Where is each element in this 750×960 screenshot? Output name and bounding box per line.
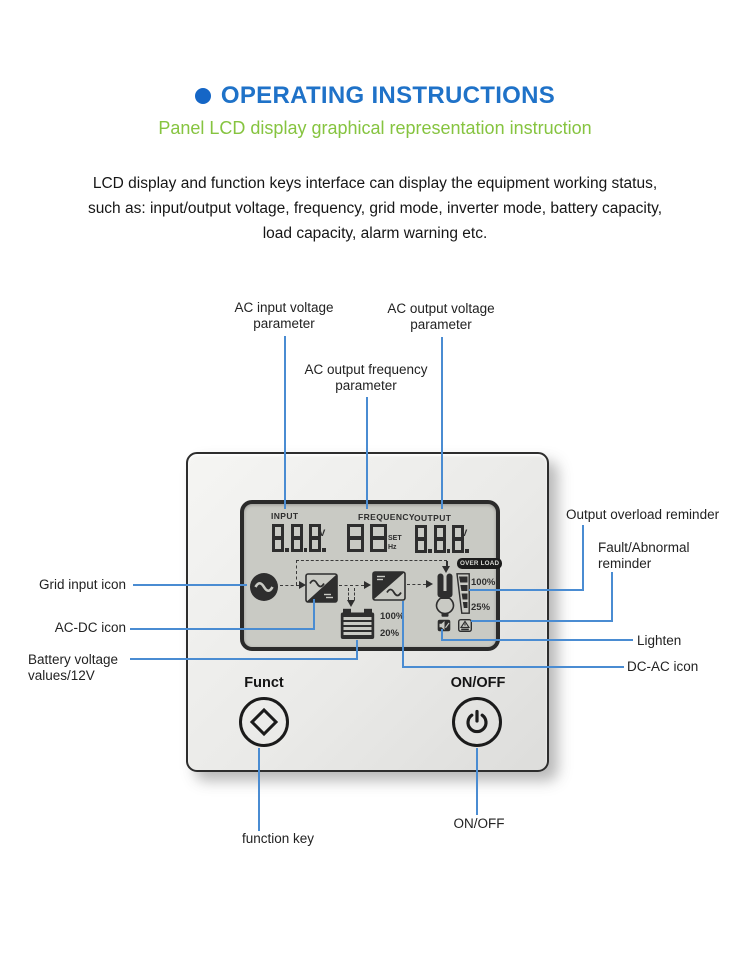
battery-min: 20% bbox=[380, 628, 400, 639]
lcd-set-label: SET bbox=[388, 535, 402, 542]
decimal-dot bbox=[285, 547, 289, 552]
intro-line-3: load capacity, alarm warning etc. bbox=[262, 225, 488, 242]
lamp-load-icon bbox=[435, 573, 455, 617]
leader-line bbox=[402, 666, 624, 668]
seven-segment-digit bbox=[309, 524, 321, 552]
decimal-dot bbox=[322, 547, 326, 552]
ac-dc-converter-icon bbox=[305, 573, 338, 603]
load-meter-min: 25% bbox=[471, 602, 491, 613]
charge-arrow-down-icon bbox=[347, 600, 355, 607]
leader-line bbox=[471, 620, 613, 622]
bypass-arrow-down-icon bbox=[442, 566, 450, 573]
bypass-arrow-stem bbox=[446, 561, 448, 567]
funct-button[interactable] bbox=[239, 697, 289, 747]
callout-ac-dc: AC-DC icon bbox=[54, 620, 126, 635]
seven-segment-digit bbox=[272, 524, 284, 552]
callout-function-key: function key bbox=[241, 831, 315, 846]
lcd-screen: INPUT V FREQUENCY SET Hz OUTPUT V bbox=[240, 500, 503, 651]
lcd-input-unit: V bbox=[319, 528, 326, 539]
dc-ac-inverter-icon bbox=[372, 571, 406, 601]
grid-input-icon bbox=[250, 573, 278, 601]
overload-badge: OVER LOAD bbox=[457, 558, 503, 570]
bullet-icon bbox=[194, 88, 211, 104]
seven-segment-digit bbox=[452, 525, 464, 553]
lcd-hz-unit: Hz bbox=[388, 544, 397, 551]
leader-line bbox=[284, 336, 286, 509]
flow-dash-acdc-to-dcac bbox=[339, 585, 364, 586]
leader-line bbox=[366, 397, 368, 509]
intro-paragraph: LCD display and function keys interface … bbox=[40, 171, 710, 246]
flow-dash-grid-to-acdc bbox=[280, 585, 299, 586]
leader-line bbox=[402, 601, 404, 668]
charge-dash-left bbox=[348, 588, 349, 600]
battery-max: 100% bbox=[380, 611, 405, 622]
callout-output-overload: Output overload reminder bbox=[566, 507, 720, 522]
mute-buzzer-icon bbox=[437, 619, 451, 632]
callout-lighten: Lighten bbox=[637, 633, 682, 648]
leader-line bbox=[130, 658, 358, 660]
seven-segment-digit bbox=[415, 525, 427, 553]
seven-segment-digit bbox=[370, 524, 387, 552]
load-meter-icon bbox=[456, 573, 470, 614]
flow-arrow-right-icon bbox=[299, 581, 306, 589]
onoff-button[interactable] bbox=[452, 697, 502, 747]
leader-line bbox=[441, 639, 633, 641]
intro-line-1: LCD display and function keys interface … bbox=[92, 175, 658, 192]
bypass-dash-up bbox=[296, 560, 297, 585]
seven-segment-digit bbox=[433, 525, 446, 553]
onoff-button-label: ON/OFF bbox=[450, 675, 506, 691]
decimal-dot bbox=[303, 547, 307, 552]
decimal-dot bbox=[428, 548, 432, 553]
lcd-frequency-label: FREQUENCY bbox=[358, 512, 415, 522]
lcd-input-digits bbox=[272, 523, 328, 552]
callout-grid-input: Grid input icon bbox=[38, 577, 126, 592]
funct-button-label: Funct bbox=[244, 675, 284, 691]
lcd-output-unit: V bbox=[461, 528, 468, 539]
leader-line bbox=[258, 748, 260, 831]
leader-line bbox=[582, 525, 584, 591]
lcd-input-label: INPUT bbox=[271, 511, 299, 521]
seven-segment-digit bbox=[290, 524, 303, 552]
page-subtitle: Panel LCD display graphical representati… bbox=[158, 118, 592, 138]
callout-ac-input-voltage: AC input voltage parameter bbox=[234, 300, 334, 331]
leader-line bbox=[356, 640, 358, 658]
lcd-output-label: OUTPUT bbox=[414, 513, 452, 523]
battery-icon bbox=[340, 608, 375, 639]
load-meter-max: 100% bbox=[471, 577, 496, 588]
page-title-row: OPERATING INSTRUCTIONS bbox=[0, 82, 750, 110]
leader-line bbox=[313, 599, 315, 628]
leader-line bbox=[130, 628, 315, 630]
lcd-frequency-digits bbox=[347, 523, 387, 552]
callout-ac-output-voltage: AC output voltage parameter bbox=[387, 301, 495, 332]
lcd-output-digits bbox=[415, 524, 471, 553]
diamond-icon bbox=[249, 707, 279, 737]
leader-line bbox=[441, 629, 443, 641]
seven-segment-digit bbox=[347, 524, 364, 552]
decimal-dot bbox=[465, 548, 469, 553]
leader-line bbox=[133, 584, 247, 586]
page-title: OPERATING INSTRUCTIONS bbox=[220, 82, 556, 109]
callout-battery-voltage: Battery voltage values/12V bbox=[28, 652, 119, 683]
decimal-dot bbox=[446, 548, 450, 553]
callout-dc-ac: DC-AC icon bbox=[627, 659, 699, 674]
leader-line bbox=[476, 748, 478, 815]
flow-arrow-right-icon bbox=[426, 580, 433, 588]
flow-dash-dcac-to-load bbox=[407, 584, 426, 585]
leader-line bbox=[469, 589, 584, 591]
callout-ac-output-frequency: AC output frequency parameter bbox=[304, 362, 428, 393]
charge-dash-right bbox=[354, 588, 355, 600]
power-icon bbox=[466, 709, 488, 734]
callout-on-off: ON/OFF bbox=[453, 816, 505, 831]
intro-line-2: such as: input/output voltage, frequency… bbox=[87, 200, 663, 217]
bypass-dash-top bbox=[296, 560, 447, 561]
flow-arrow-right-icon bbox=[364, 581, 371, 589]
leader-line bbox=[611, 572, 613, 622]
callout-fault-abnormal: Fault/Abnormal reminder bbox=[598, 540, 690, 571]
fault-warning-icon bbox=[458, 619, 472, 632]
leader-line bbox=[441, 337, 443, 509]
